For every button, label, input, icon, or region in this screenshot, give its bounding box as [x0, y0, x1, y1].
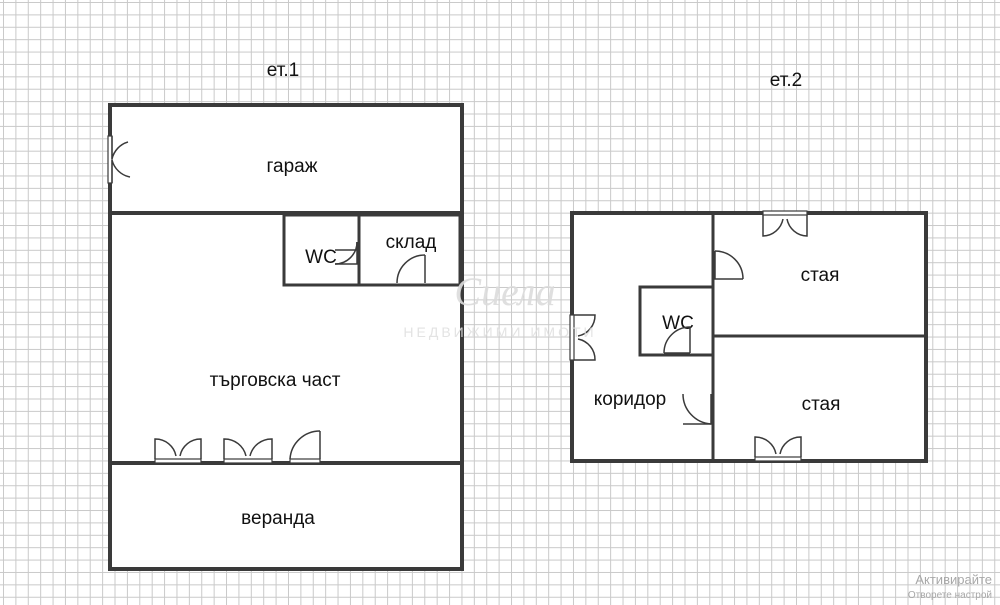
garage-label: гараж — [267, 156, 318, 177]
floor-2: ет.2 стая WC коридор стая — [569, 70, 928, 463]
door-swing-icon — [663, 326, 691, 354]
storage-label: склад — [386, 232, 437, 253]
room-2-double-door-bottom — [754, 436, 802, 462]
door-swing-icon — [714, 251, 743, 280]
door-swing-icon — [574, 314, 596, 337]
door-swing-icon — [289, 430, 321, 460]
veranda-double-door-2 — [223, 438, 273, 464]
door-swing-icon — [111, 159, 131, 183]
door-swing-icon — [334, 241, 358, 265]
corridor-label: коридор — [594, 389, 667, 410]
veranda-single-door — [289, 430, 321, 464]
wc-room-floor-2 — [638, 285, 715, 357]
veranda-label: веранда — [241, 508, 315, 529]
door-swing-icon — [111, 136, 129, 160]
door-swing-icon — [754, 436, 777, 457]
veranda-room — [108, 461, 464, 571]
door-swing-icon — [574, 338, 596, 361]
wc-label-floor-1: WC — [305, 247, 337, 268]
os-activation-subtitle: Отворете настрой — [907, 590, 992, 601]
os-activation-title: Активирайте — [915, 572, 992, 587]
room-1-door-corridor — [714, 250, 744, 280]
door-swing-icon — [154, 438, 177, 459]
door-swing-icon — [786, 215, 808, 237]
commercial-room — [108, 211, 464, 465]
garage-double-door — [107, 135, 131, 184]
veranda-double-door-1 — [154, 438, 202, 464]
watermark-logo: Сиела НЕДВИЖИМИ ИМОТИ — [403, 269, 596, 340]
room-1-double-door-top — [762, 210, 808, 237]
exterior-double-door-floor-2 — [569, 314, 596, 361]
room-2-label: стая — [802, 394, 841, 415]
floor-1-label: ет.1 — [267, 60, 299, 81]
door-swing-icon — [714, 250, 744, 280]
commercial-label: търговска част — [210, 370, 341, 391]
floor-1: ет.1 гараж търговска част WC склад веран… — [107, 60, 464, 571]
door-swing-icon — [762, 215, 784, 237]
room-1-label: стая — [801, 265, 840, 286]
door-swing-icon — [779, 436, 802, 457]
wc-door-floor-2 — [663, 326, 691, 354]
watermark-subtitle: НЕДВИЖИМИ ИМОТИ — [403, 324, 596, 340]
floor-2-label: ет.2 — [770, 70, 802, 91]
room-2-door-corridor — [682, 393, 712, 425]
door-swing-icon — [682, 393, 712, 425]
watermark-logo-text: Сиела — [454, 269, 555, 314]
wc-label-floor-2: WC — [662, 313, 694, 334]
storage-room — [357, 213, 462, 287]
wc-door-floor-1 — [334, 241, 358, 265]
door-swing-icon — [396, 254, 426, 284]
storage-door — [396, 254, 426, 284]
door-swing-icon — [249, 438, 273, 459]
door-swing-icon — [223, 438, 247, 459]
door-swing-icon — [179, 438, 202, 459]
